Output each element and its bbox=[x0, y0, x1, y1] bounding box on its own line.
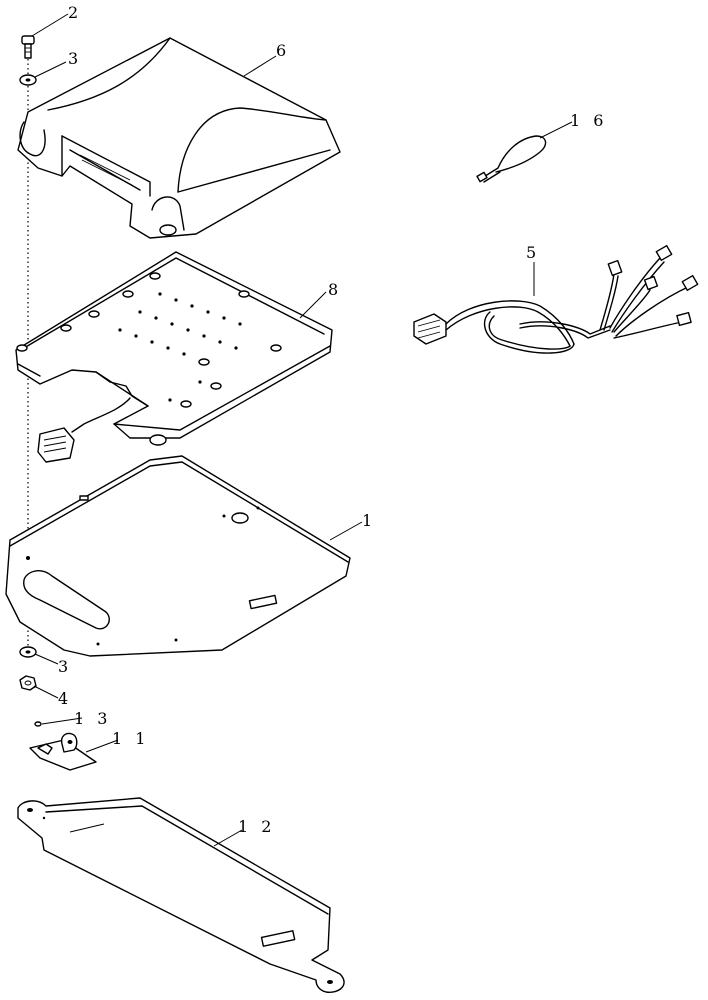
callout-12: 1 2 bbox=[238, 817, 275, 836]
leader-8 bbox=[299, 291, 327, 319]
latch-clip-icon bbox=[29, 732, 97, 771]
callout-6: 6 bbox=[276, 41, 290, 60]
base-plate-icon bbox=[5, 455, 351, 657]
leader-11 bbox=[85, 739, 119, 753]
washer-icon bbox=[19, 74, 37, 86]
callout-4: 4 bbox=[58, 689, 72, 708]
bolt-icon bbox=[21, 35, 35, 59]
callout-5: 5 bbox=[526, 243, 540, 262]
leader-16 bbox=[539, 121, 573, 139]
cable-tie-icon bbox=[476, 135, 547, 183]
leader-2 bbox=[31, 13, 69, 37]
pin-icon bbox=[34, 721, 42, 727]
callout-16: 1 6 bbox=[570, 111, 607, 130]
leader-3-top bbox=[34, 61, 67, 78]
leader-4 bbox=[33, 685, 59, 699]
wiring-harness-icon bbox=[413, 244, 699, 354]
leader-13 bbox=[41, 717, 83, 725]
bottom-plate-icon bbox=[17, 797, 345, 993]
callout-3-bottom: 3 bbox=[58, 657, 72, 676]
washer-icon bbox=[19, 646, 37, 658]
callout-13: 1 3 bbox=[74, 709, 111, 728]
nut-icon bbox=[19, 675, 37, 691]
leader-12 bbox=[213, 829, 243, 847]
callout-3-top: 3 bbox=[68, 49, 82, 68]
leader-1 bbox=[329, 521, 363, 541]
console-cover-icon bbox=[17, 37, 341, 239]
leader-6 bbox=[243, 55, 277, 77]
callout-11: 1 1 bbox=[112, 729, 149, 748]
callout-8: 8 bbox=[328, 280, 342, 299]
mounting-plate-icon bbox=[15, 251, 333, 463]
callout-1: 1 bbox=[362, 511, 376, 530]
leader-3-bottom bbox=[34, 653, 59, 665]
callout-2: 2 bbox=[68, 3, 82, 22]
